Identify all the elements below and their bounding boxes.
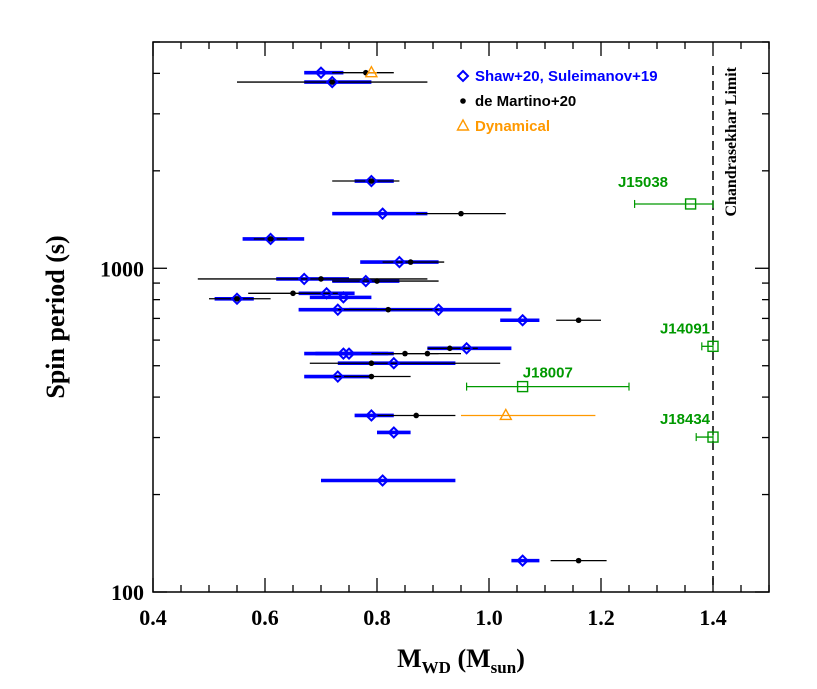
x-axis-title-unit-subscript: sun (491, 658, 517, 677)
x-tick-label: 0.8 (363, 605, 391, 630)
data-point-diamond (297, 272, 311, 286)
data-point-diamond (331, 370, 345, 383)
data-point-dot (458, 210, 464, 217)
data-point-diamond (432, 303, 446, 317)
data-point-dot (234, 295, 240, 302)
data-point-dot (290, 290, 296, 297)
marker-layer (230, 65, 719, 568)
data-point-diamond (376, 207, 390, 221)
data-point-square (516, 380, 529, 393)
data-point-diamond (456, 69, 470, 83)
x-axis-ticks: 0.4 0.6 0.8 1.0 1.2 1.4 (139, 42, 770, 630)
data-point-dot (318, 276, 324, 282)
data-point-diamond (516, 554, 530, 568)
y-tick-label: 100 (111, 580, 144, 605)
point-label: J18007 (523, 365, 573, 382)
legend-label: Dynamical (475, 118, 550, 135)
x-tick-label: 1.2 (587, 605, 615, 630)
point-label: J15038 (618, 174, 668, 191)
data-point-square (707, 340, 719, 353)
data-point-diamond (325, 75, 339, 89)
data-point-diamond (516, 313, 530, 327)
data-point-dot (575, 557, 582, 564)
reference-line-layer: Chandrasekhar Limit (712, 66, 740, 592)
x-axis-title-unit-close: ) (516, 644, 525, 673)
data-point-diamond (320, 286, 334, 300)
data-point-dot (385, 306, 392, 313)
data-point-dot (402, 350, 408, 357)
data-point-diamond (460, 341, 474, 355)
data-point-triangle (364, 65, 379, 78)
y-axis-title: Spin period (s) (41, 235, 70, 398)
x-tick-label: 0.4 (139, 605, 167, 630)
x-tick-label: 1.0 (475, 605, 503, 630)
y-axis-ticks: 100 1000 (100, 41, 769, 605)
data-point-dot (374, 278, 380, 284)
data-point-dot (407, 259, 414, 265)
data-point-dot (329, 79, 336, 85)
x-axis-title-subscript: WD (422, 658, 451, 677)
point-label: J14091 (660, 320, 710, 337)
data-point-diamond (392, 255, 406, 269)
data-point-diamond (264, 232, 278, 246)
y-tick-label: 1000 (100, 256, 144, 281)
data-point-diamond (230, 292, 244, 306)
legend-label: de Martino+20 (475, 93, 576, 110)
x-axis-title-symbol: M (397, 644, 422, 673)
x-tick-label: 0.6 (251, 605, 279, 630)
data-point-diamond (342, 347, 356, 361)
point-label: J18434 (660, 411, 711, 428)
data-point-dot (368, 360, 375, 367)
data-point-triangle (499, 408, 513, 421)
data-point-square (707, 431, 719, 443)
x-tick-label: 1.4 (699, 605, 727, 630)
data-point-diamond (387, 356, 401, 370)
data-point-dot (575, 317, 582, 324)
x-axis-title-unit-open: (M (451, 644, 491, 673)
data-point-diamond (314, 66, 328, 80)
data-point-dot (413, 412, 420, 419)
data-point-diamond (364, 409, 378, 422)
axes: 0.4 0.6 0.8 1.0 1.2 1.4 100 1000 (100, 41, 770, 630)
data-point-dot (267, 236, 274, 242)
data-point-square (684, 198, 697, 210)
data-point-diamond (359, 274, 373, 288)
data-point-diamond (376, 474, 390, 487)
data-point-diamond (387, 426, 401, 439)
data-point-dot (424, 350, 431, 357)
legend-label: Shaw+20, Suleimanov+19 (475, 68, 658, 85)
data-point-dot (460, 98, 466, 104)
data-point-triangle (456, 118, 470, 131)
data-point-dot (447, 345, 453, 352)
data-point-dot (368, 178, 375, 184)
data-point-dot (368, 373, 375, 380)
data-point-diamond (364, 174, 378, 188)
data-point-diamond (336, 290, 350, 304)
data-point-diamond (331, 303, 345, 317)
x-axis-title: MWD (Msun) (397, 644, 525, 677)
chandrasekhar-limit-label: Chandrasekhar Limit (723, 66, 740, 216)
legend: Shaw+20, Suleimanov+19 de Martino+20Dynam… (456, 68, 658, 135)
